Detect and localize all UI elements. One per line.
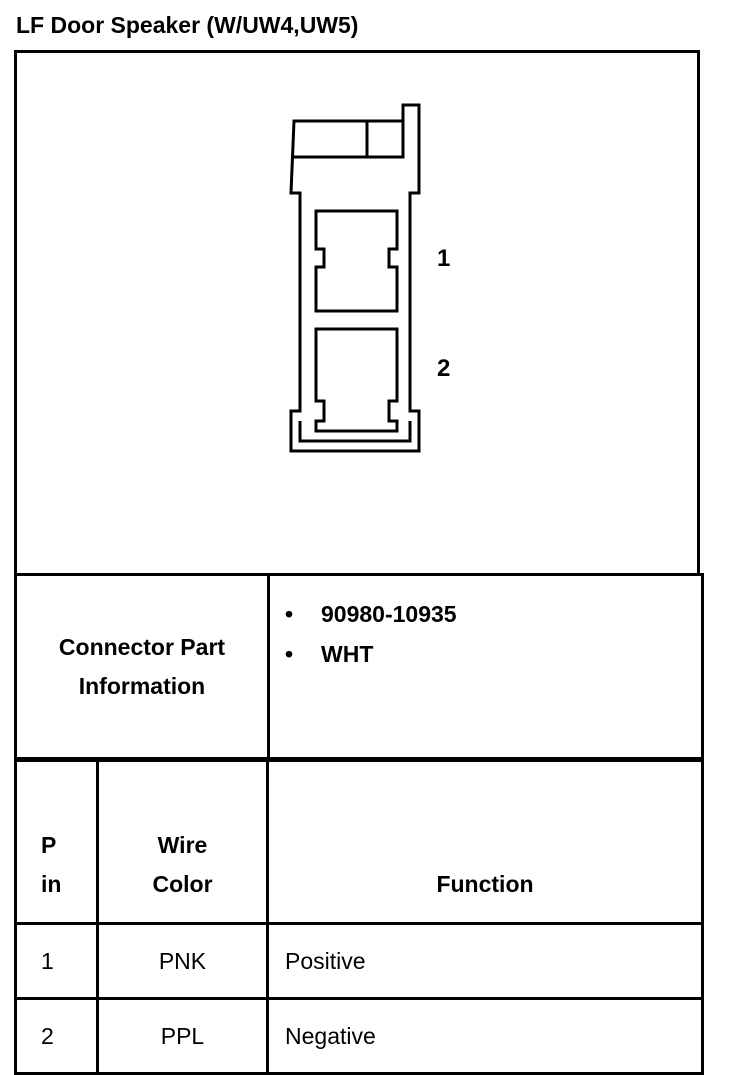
connector-info-list: • 90980-10935 • WHT xyxy=(285,594,457,674)
connector-part-info: Connector Part Information • 90980-10935… xyxy=(14,573,704,760)
connector-info-label-line1: Connector Part xyxy=(58,633,226,660)
header-color-line2: Color xyxy=(152,871,213,897)
list-item: • WHT xyxy=(285,634,457,674)
connector-color: WHT xyxy=(321,640,374,667)
page-title: LF Door Speaker (W/UW4,UW5) xyxy=(16,12,359,38)
cavity-1 xyxy=(314,209,399,313)
cell-pin: 1 xyxy=(14,922,99,1000)
cell-function: Positive xyxy=(266,922,704,1000)
connector-face-diagram xyxy=(289,103,421,453)
cell-wire-color: PPL xyxy=(96,997,269,1075)
pin-label-1: 1 xyxy=(437,245,451,272)
part-number: 90980-10935 xyxy=(321,600,457,627)
header-pin: P in xyxy=(14,759,99,925)
pin-table: P in Wire Color Function 1 PNK Positive … xyxy=(14,759,704,1075)
connector-latch xyxy=(294,121,405,159)
header-pin-line2: in xyxy=(41,871,62,897)
connector-base xyxy=(298,421,412,443)
table-row: 2 PPL Negative xyxy=(14,997,704,1075)
pin-label-2: 2 xyxy=(437,355,451,382)
bullet-icon: • xyxy=(285,600,294,627)
cell-function: Negative xyxy=(266,997,704,1075)
connector-info-label: Connector Part Information xyxy=(17,576,270,757)
header-pin-line1: P xyxy=(41,832,57,858)
connector-outline xyxy=(289,103,421,453)
bullet-icon: • xyxy=(285,640,294,667)
table-row: 1 PNK Positive xyxy=(14,922,704,1000)
cell-wire-color: PNK xyxy=(96,922,269,1000)
header-wire-color: Wire Color xyxy=(96,759,269,925)
cavity-2 xyxy=(314,327,399,433)
connector-info-label-line2: Information xyxy=(78,672,206,699)
cell-pin: 2 xyxy=(14,997,99,1075)
table-header-row: P in Wire Color Function xyxy=(14,759,704,925)
connector-diagram-panel: 1 2 xyxy=(14,50,700,574)
header-function: Function xyxy=(266,759,704,925)
list-item: • 90980-10935 xyxy=(285,594,457,634)
header-color-line1: Wire xyxy=(157,832,208,858)
